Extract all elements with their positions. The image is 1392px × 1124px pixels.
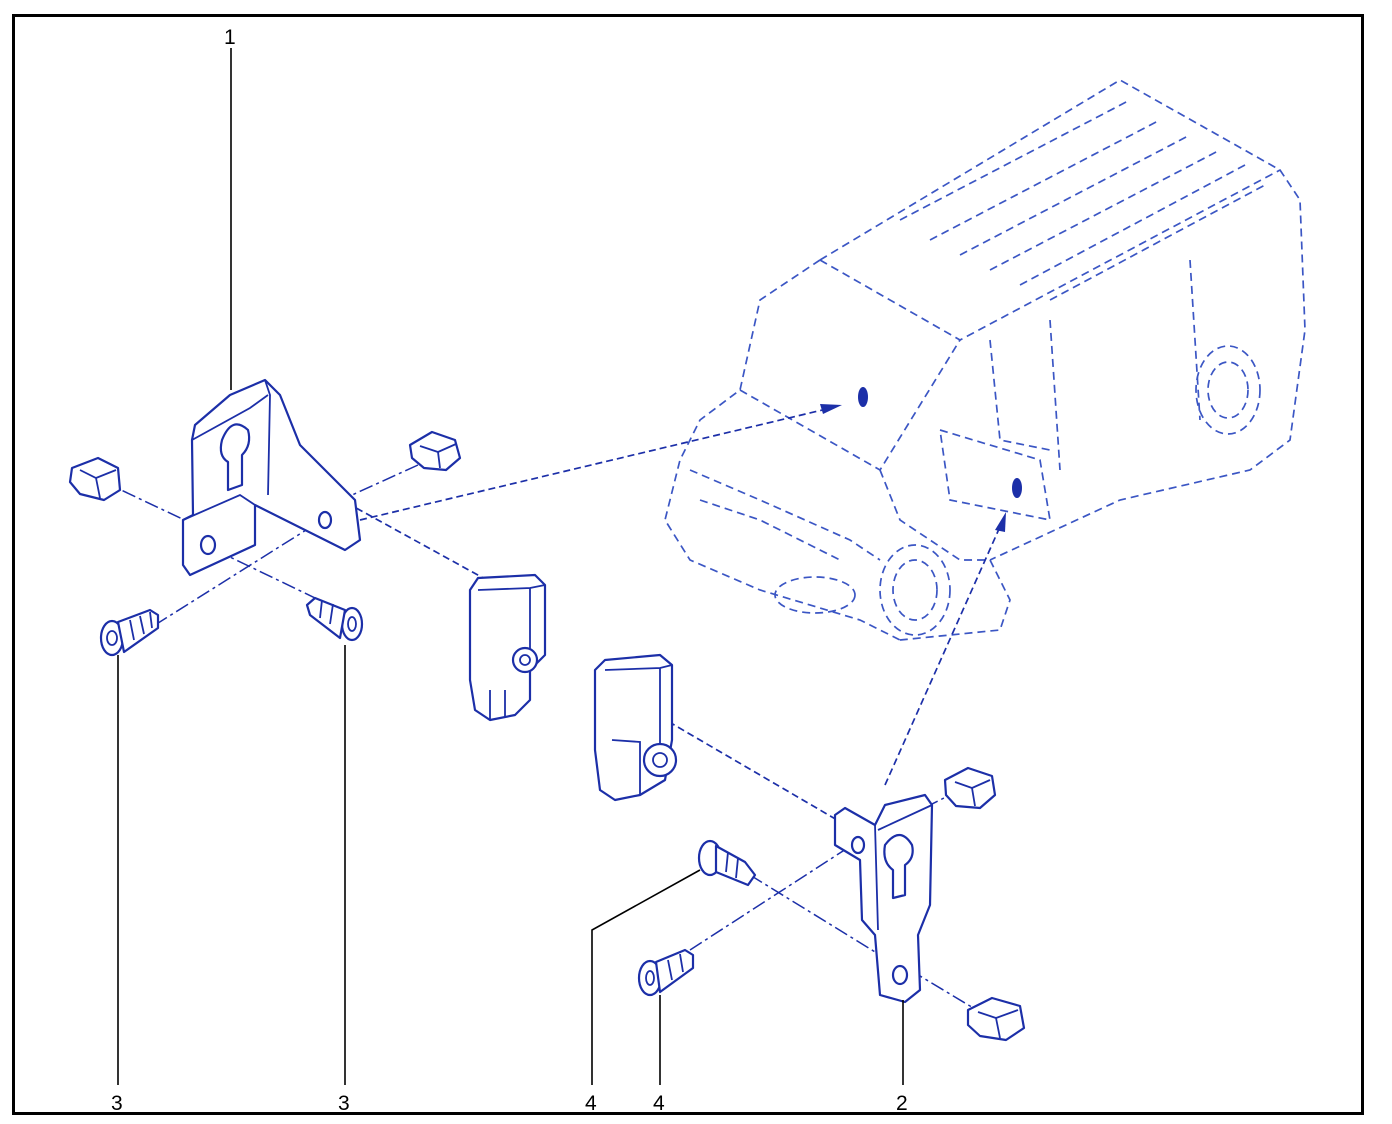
callout-3-left: 3 (111, 1092, 123, 1115)
callout-2: 2 (896, 1092, 908, 1115)
sensor-module-left (468, 573, 547, 722)
diagram-frame (12, 14, 1364, 1115)
clip-nut-left-outer (68, 456, 122, 502)
callout-4-left: 4 (585, 1092, 597, 1115)
screw-left-b (305, 596, 364, 642)
screw-right-b (637, 948, 695, 997)
bracket-left (181, 378, 362, 577)
callout-3-right: 3 (338, 1092, 350, 1115)
clip-nut-right-upper (943, 766, 997, 810)
bracket-right (833, 793, 934, 1004)
front-mount-point (858, 387, 868, 407)
callout-4-right: 4 (653, 1092, 665, 1115)
vehicle-outline (664, 79, 1306, 641)
screw-left-a (99, 608, 160, 657)
side-mount-point (1012, 478, 1022, 498)
callout-1: 1 (224, 26, 236, 49)
screw-right-a (697, 839, 757, 887)
sensor-module-right (593, 653, 678, 802)
leader-lines (117, 48, 904, 1085)
clip-nut-left-inner (408, 430, 462, 472)
clip-nut-right-lower (966, 996, 1026, 1042)
